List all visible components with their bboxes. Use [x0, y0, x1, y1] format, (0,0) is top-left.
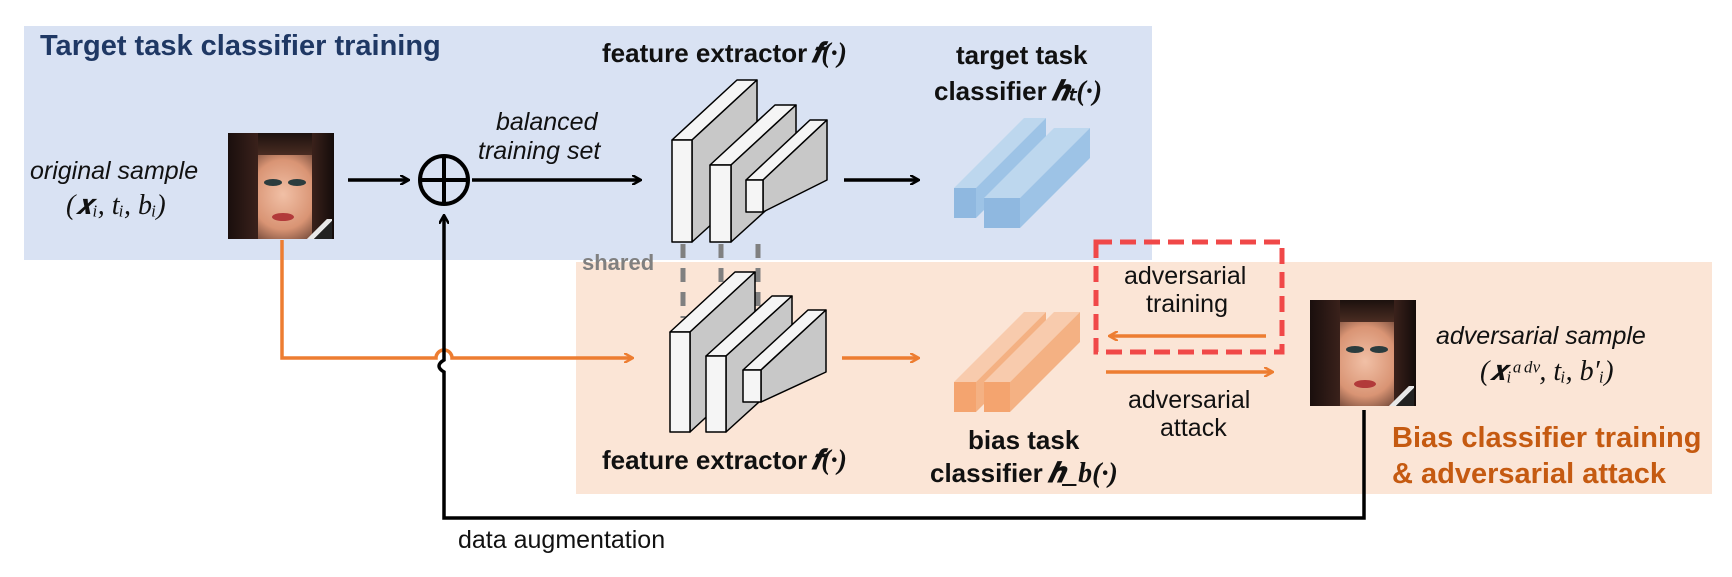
fe-bottom-label: feature extractor: [602, 445, 808, 475]
target-clf-line1: target task: [956, 40, 1088, 70]
fe-top-caption: feature extractor 𝒇(·): [602, 38, 847, 70]
adversarial-face-photo: [1310, 300, 1416, 406]
adv-attack-line1: adversarial: [1128, 386, 1251, 414]
target-clf-line2: classifier: [934, 76, 1047, 106]
target-panel-title: Target task classifier training: [40, 30, 441, 62]
feature-extractor-bottom-icon: [669, 271, 827, 433]
adv-sample-label: adversarial sample: [1436, 322, 1646, 350]
target-clf-caption: classifier 𝒉ₜ(·): [934, 74, 1102, 108]
bias-clf-caption: classifier 𝒉_b(·): [930, 458, 1118, 490]
arrow-face-to-fe-bottom: [280, 240, 632, 358]
target-training-panel: [24, 26, 1152, 260]
original-sample-label: original sample: [30, 157, 199, 185]
original-sample-formula: (𝒙ᵢ, tᵢ, bᵢ): [66, 190, 166, 221]
adv-attack-line2: attack: [1160, 414, 1227, 442]
bias-clf-line1: bias task: [968, 425, 1080, 455]
bias-classifier-icon: [954, 312, 1080, 412]
balanced-label-line2: training set: [478, 137, 601, 165]
bias-clf-line2: classifier: [930, 458, 1043, 488]
fe-top-label: feature extractor: [602, 38, 808, 68]
original-face-photo: [228, 133, 334, 239]
fe-top-formula: 𝒇(·): [811, 38, 847, 69]
plus-circle-icon: [418, 154, 470, 206]
fe-bottom-caption: feature extractor 𝒇(·): [602, 445, 847, 477]
adversarial-training-box: [1093, 239, 1285, 355]
fe-bottom-formula: 𝒇(·): [811, 445, 847, 476]
bias-panel-title-line1: Bias classifier training: [1392, 422, 1702, 454]
bias-panel-title-line2: & adversarial attack: [1392, 458, 1667, 490]
target-clf-formula: 𝒉ₜ(·): [1051, 76, 1103, 107]
data-augmentation-label: data augmentation: [458, 526, 666, 554]
shared-label: shared: [582, 250, 655, 275]
adv-training-line1: adversarial: [1124, 262, 1247, 290]
target-classifier-icon: [954, 118, 1090, 228]
feature-extractor-top-icon: [671, 79, 828, 243]
adv-sample-formula: (𝒙ᵢᵃᵈᵛ, tᵢ, b′ᵢ): [1480, 356, 1614, 387]
adv-training-line2: training: [1146, 290, 1228, 318]
balanced-label-line1: balanced: [496, 108, 598, 136]
data-augmentation-loop: [437, 216, 1366, 520]
bias-clf-formula: 𝒉_b(·): [1047, 458, 1118, 489]
